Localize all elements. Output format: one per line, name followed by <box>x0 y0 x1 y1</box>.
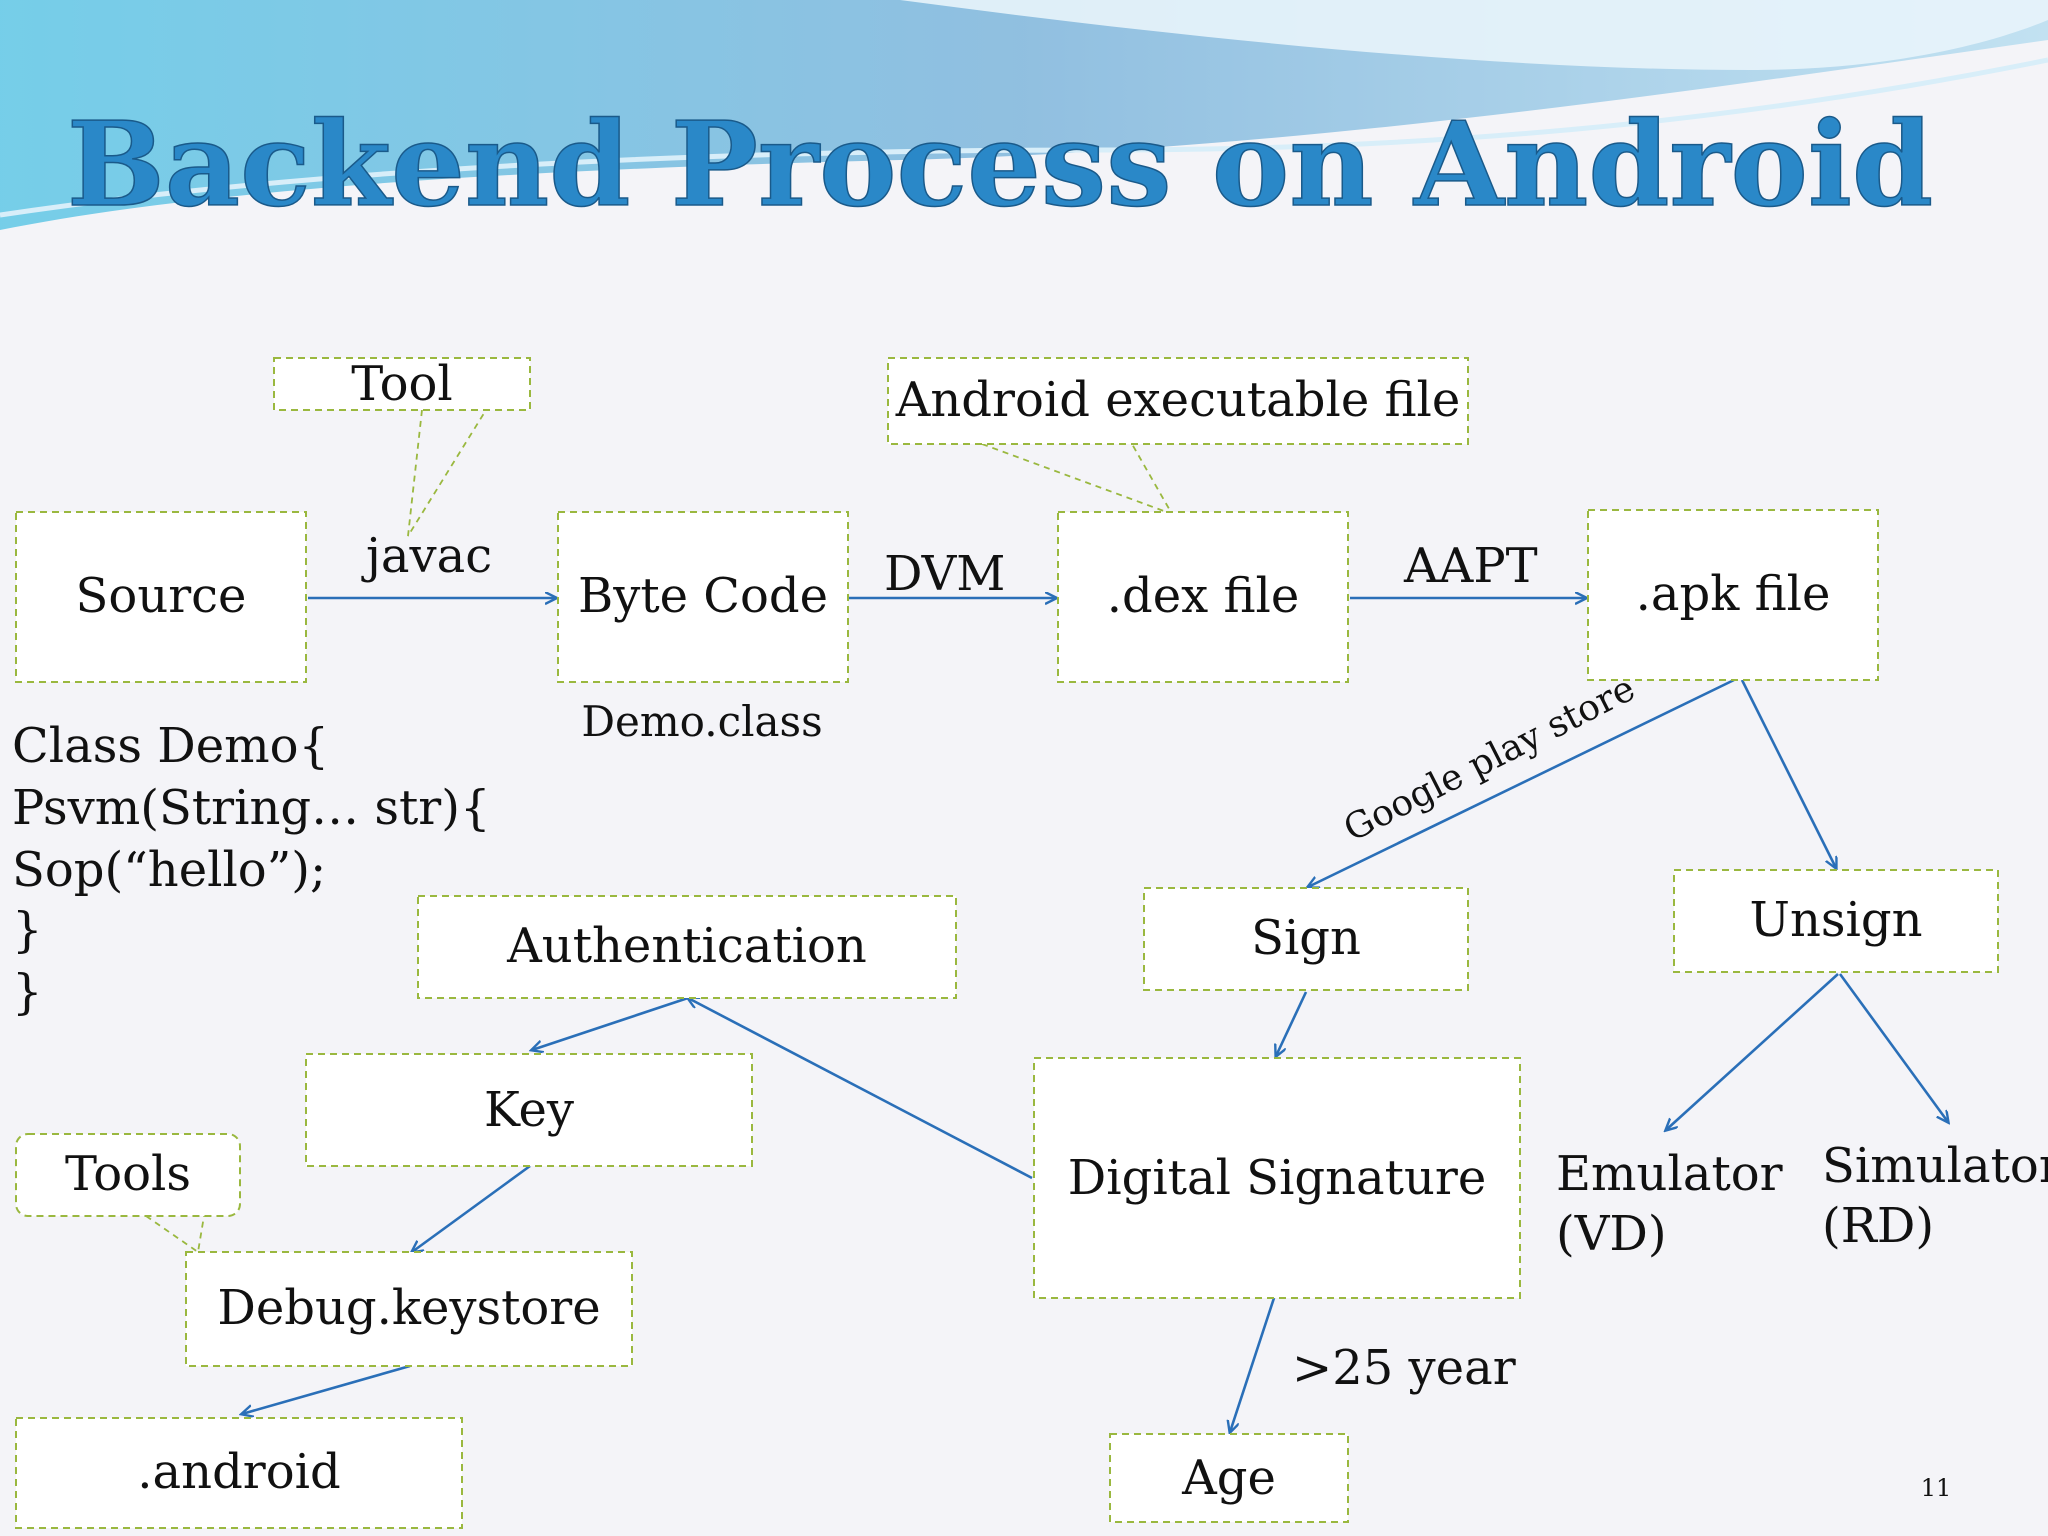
arrow-apk-to-unsign <box>1740 679 1836 868</box>
unsign-label: Unsign <box>1750 892 1923 948</box>
dex-file-label: .dex file <box>1107 568 1300 624</box>
code-line: } <box>12 902 43 958</box>
arrow-unsign-to-emulator <box>1666 973 1839 1130</box>
arrow-apk-to-sign <box>1308 678 1735 887</box>
sign-box <box>1143 887 1469 991</box>
code-line: } <box>12 964 43 1020</box>
dvm-label: DVM <box>884 546 1005 602</box>
page-number: 11 <box>1921 1474 1952 1502</box>
digital-signature-label: Digital Signature <box>1068 1150 1486 1206</box>
arrow-sign-to-signature <box>1276 991 1308 1056</box>
simulator-line1: Simulator <box>1822 1138 2048 1194</box>
years-label: >25 year <box>1292 1340 1516 1396</box>
tools-callout-box <box>15 1133 241 1217</box>
byte-code-box <box>557 511 849 683</box>
google-play-label: Google play store <box>1337 668 1641 850</box>
unsign-box <box>1673 869 1999 973</box>
byte-code-label: Byte Code <box>578 568 828 624</box>
authentication-label: Authentication <box>506 918 867 974</box>
key-box <box>305 1053 753 1167</box>
aapt-label: AAPT <box>1403 538 1538 594</box>
android-dir-box <box>15 1417 463 1529</box>
box-labels: Source Byte Code .dex file .apk file Sig… <box>65 356 1923 1506</box>
connectors <box>242 598 1948 1432</box>
header-wave <box>0 0 2048 230</box>
code-snippet: Class Demo{ Psvm(String… str){ Sop(“hell… <box>12 718 491 1020</box>
debug-keystore-box <box>185 1251 633 1367</box>
apk-file-label: .apk file <box>1636 566 1831 622</box>
debug-keystore-label: Debug.keystore <box>217 1280 600 1336</box>
simulator-line2: (RD) <box>1822 1198 1934 1254</box>
code-line: Class Demo{ <box>12 718 329 774</box>
tool-callout-box <box>273 357 531 411</box>
android-dir-label: .android <box>137 1444 340 1500</box>
authentication-box <box>417 895 957 999</box>
arrow-authentication-to-key <box>532 996 689 1050</box>
slide-title: Backend Process on Android <box>67 97 1933 233</box>
arrow-unsign-to-simulator <box>1838 973 1948 1122</box>
code-line: Sop(“hello”); <box>12 842 326 898</box>
arrow-signature-to-age <box>1230 1297 1276 1432</box>
android-executable-callout-box <box>887 357 1469 445</box>
source-box <box>15 511 307 683</box>
key-label: Key <box>484 1082 574 1138</box>
diagram-boxes <box>15 357 1999 1529</box>
javac-label: javac <box>361 528 492 584</box>
apk-file-box <box>1587 509 1879 681</box>
emulator-line2: (VD) <box>1556 1206 1667 1262</box>
demo-class-label: Demo.class <box>581 697 822 746</box>
arrow-signature-to-authentication <box>688 998 1033 1180</box>
age-label: Age <box>1181 1450 1276 1506</box>
age-box <box>1109 1433 1349 1523</box>
digital-signature-box <box>1033 1057 1521 1299</box>
emulator-line1: Emulator <box>1556 1146 1783 1202</box>
dex-file-box <box>1057 511 1349 683</box>
android-executable-callout-label: Android executable file <box>895 372 1461 428</box>
code-line: Psvm(String… str){ <box>12 780 491 836</box>
tools-callout-label: Tools <box>65 1146 191 1202</box>
sign-label: Sign <box>1251 910 1361 966</box>
notes: Demo.class Emulator (VD) Simulator (RD) <box>581 697 2048 1262</box>
arrow-key-to-keystore <box>412 1164 531 1252</box>
arrow-keystore-to-android <box>242 1364 411 1414</box>
tool-callout-label: Tool <box>351 356 452 412</box>
source-label: Source <box>76 568 247 624</box>
